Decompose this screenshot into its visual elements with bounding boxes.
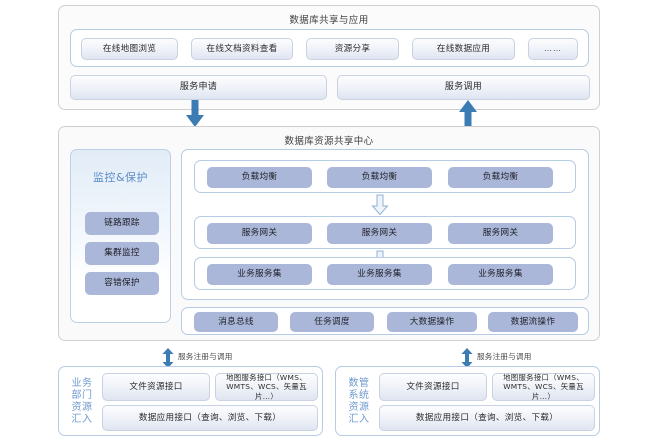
vlabel-line-2: 部门 [71, 390, 93, 402]
interface-chip-map-service-left[interactable]: 地图服务接口（WMS、WMTS、WCS、矢量瓦片…） [215, 373, 318, 401]
support-chip-task-schedule[interactable]: 任务调度 [290, 312, 374, 332]
monitor-item-fault-tolerance[interactable]: 容错保护 [85, 272, 159, 295]
node-business-service-1[interactable]: 业务服务集 [207, 264, 312, 285]
connector-label-right: 服务注册与调用 [477, 352, 532, 361]
support-services-box: 消息总线 任务调度 大数据操作 数据流操作 [181, 307, 589, 335]
arrow-up-down-icon-left [161, 348, 175, 368]
middle-section-title: 数据库资源共享中心 [284, 136, 374, 147]
vlabel-line-3: 资源 [71, 402, 93, 413]
service-bar-invoke[interactable]: 服务调用 [337, 75, 590, 100]
top-section-panel: 数据库共享与应用 在线地图浏览 在线文档资料查看 资源分享 在线数据应用 …… … [58, 5, 600, 110]
interface-chip-file-resource-left[interactable]: 文件资源接口 [102, 373, 210, 401]
data-mgmt-source-label: 数管 系统 资源 汇入 [342, 372, 376, 432]
support-chip-dataflow-ops[interactable]: 数据流操作 [488, 312, 578, 332]
node-load-balancer-3[interactable]: 负载均衡 [448, 167, 553, 188]
app-chip-online-data[interactable]: 在线数据应用 [412, 38, 515, 60]
app-chip-online-map[interactable]: 在线地图浏览 [81, 38, 178, 60]
interface-chip-map-service-right[interactable]: 地图服务接口（WMS、WMTS、WCS、矢量瓦片…） [492, 373, 595, 401]
app-chip-online-doc[interactable]: 在线文档资料查看 [191, 38, 293, 60]
application-group-box: 在线地图浏览 在线文档资料查看 资源分享 在线数据应用 …… [70, 29, 589, 67]
arrow-down-outline-icon [371, 194, 389, 216]
service-gateway-tier-box: 服务网关 服务网关 服务网关 [194, 216, 576, 249]
service-bar-apply[interactable]: 服务申请 [70, 75, 327, 100]
app-chip-more[interactable]: …… [528, 38, 578, 60]
node-service-gateway-1[interactable]: 服务网关 [207, 223, 312, 244]
monitor-item-cluster-monitor[interactable]: 集群监控 [85, 242, 159, 265]
app-chip-resource-share[interactable]: 资源分享 [306, 38, 399, 60]
top-section-title: 数据库共享与应用 [289, 15, 369, 26]
connector-label-left: 服务注册与调用 [178, 352, 233, 361]
load-balancer-tier-box: 负载均衡 负载均衡 负载均衡 [194, 160, 576, 193]
node-service-gateway-2[interactable]: 服务网关 [327, 223, 432, 244]
vlabel-line-1: 业务 [71, 378, 93, 390]
vlabel-line-4: 汇入 [71, 413, 93, 425]
interface-chip-data-app-right[interactable]: 数据应用接口（查询、浏览、下载） [379, 405, 595, 431]
node-business-service-2[interactable]: 业务服务集 [327, 264, 432, 285]
interface-chip-data-app-left[interactable]: 数据应用接口（查询、浏览、下载） [102, 405, 318, 431]
business-dept-source-panel: 业务 部门 资源 汇入 文件资源接口 地图服务接口（WMS、WMTS、WCS、矢… [58, 366, 323, 436]
arrow-down-icon [185, 100, 205, 128]
vlabel-line-4: 汇入 [348, 413, 370, 425]
node-business-service-3[interactable]: 业务服务集 [448, 264, 553, 285]
interface-chip-file-resource-right[interactable]: 文件资源接口 [379, 373, 487, 401]
business-service-tier-box: 业务服务集 业务服务集 业务服务集 [194, 257, 576, 290]
node-service-gateway-3[interactable]: 服务网关 [448, 223, 553, 244]
monitor-item-link-trace[interactable]: 链路跟踪 [85, 212, 159, 235]
monitor-protect-panel: 监控&保护 链路跟踪 集群监控 容错保护 [70, 149, 171, 323]
business-dept-source-label: 业务 部门 资源 汇入 [65, 372, 99, 432]
monitor-protect-title: 监控&保护 [92, 171, 149, 184]
support-chip-bigdata-ops[interactable]: 大数据操作 [387, 312, 477, 332]
arrow-up-icon [458, 100, 478, 128]
core-service-stack-box: 负载均衡 负载均衡 负载均衡 服务网关 服务网关 服务网关 [181, 149, 589, 300]
arrow-up-down-icon-right [460, 348, 474, 368]
vlabel-line-2: 系统 [348, 390, 370, 402]
node-load-balancer-2[interactable]: 负载均衡 [327, 167, 432, 188]
middle-section-panel: 数据库资源共享中心 监控&保护 链路跟踪 集群监控 容错保护 负载均衡 负载均衡… [58, 126, 600, 341]
vlabel-line-3: 资源 [348, 402, 370, 413]
node-load-balancer-1[interactable]: 负载均衡 [207, 167, 312, 188]
support-chip-message-bus[interactable]: 消息总线 [194, 312, 278, 332]
data-mgmt-system-source-panel: 数管 系统 资源 汇入 文件资源接口 地图服务接口（WMS、WMTS、WCS、矢… [335, 366, 600, 436]
vlabel-line-1: 数管 [348, 378, 370, 390]
